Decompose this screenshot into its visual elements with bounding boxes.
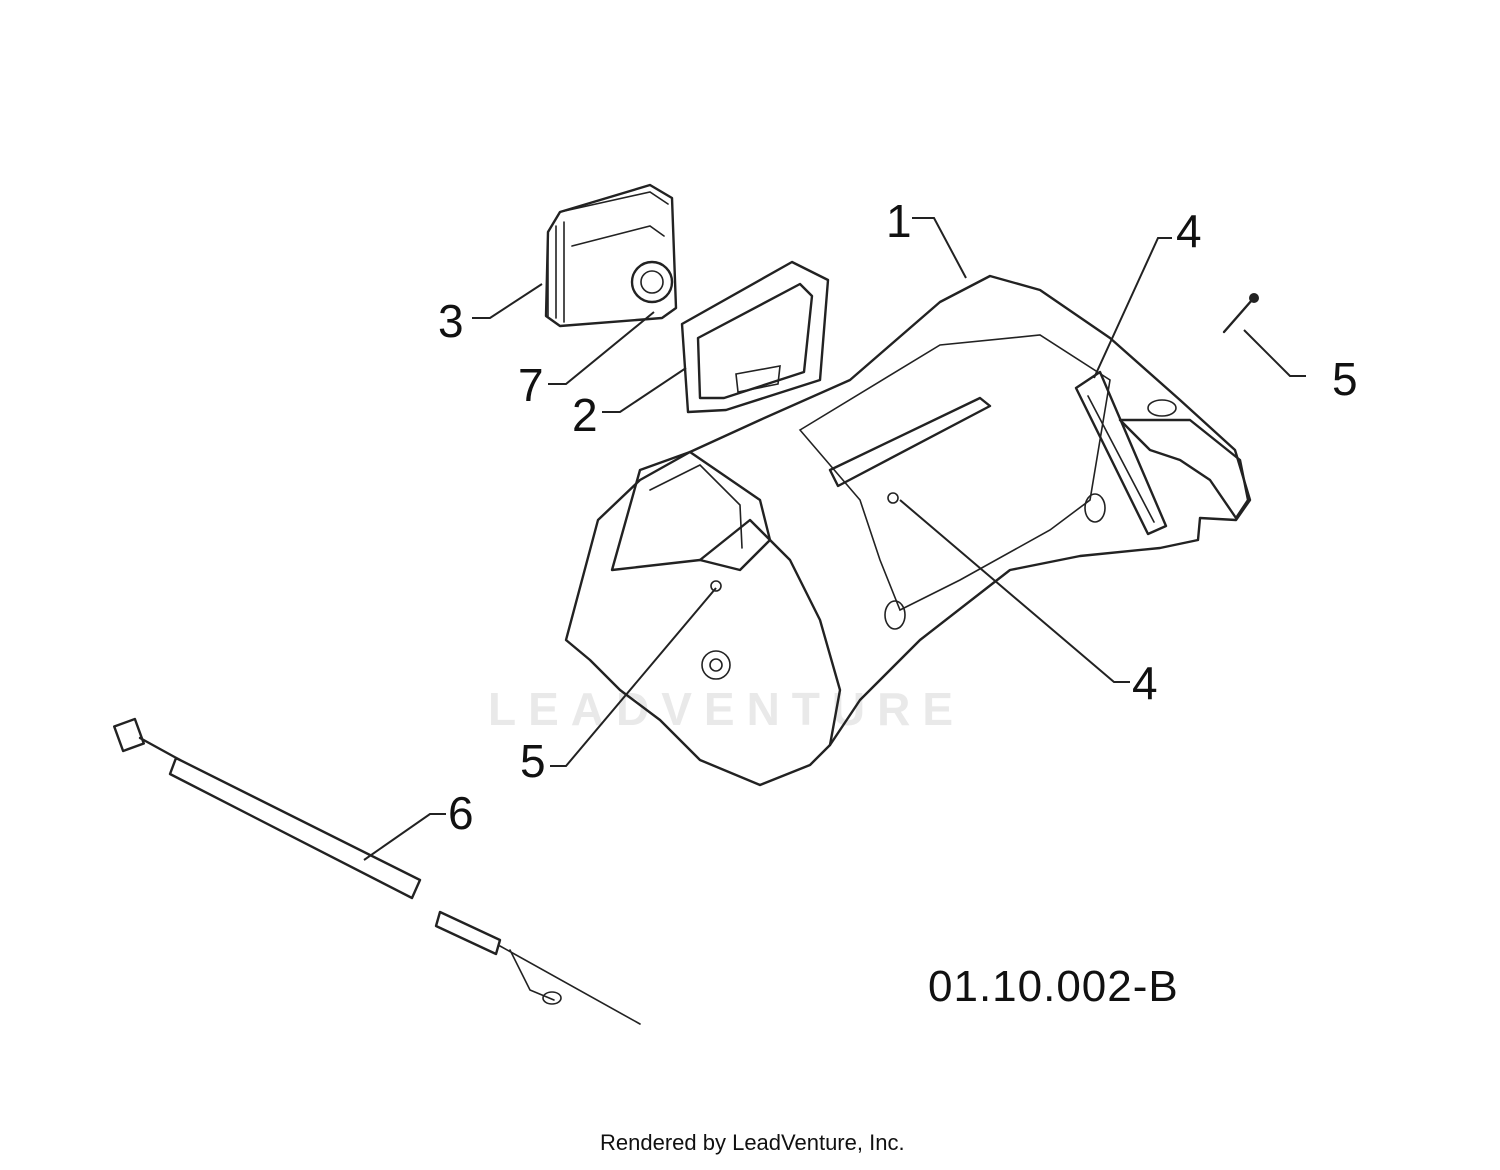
callout-1: 1 [886, 195, 912, 247]
diagram-code-label: 01.10.002-B [928, 962, 1179, 1011]
watermark-text: LEADVENTURE [488, 683, 966, 735]
callout-5-left: 5 [520, 735, 546, 787]
callout-4-upper: 4 [1176, 205, 1202, 257]
part-headlight-lens [544, 183, 678, 328]
callout-5-right: 5 [1332, 353, 1358, 405]
rendered-by-footer: Rendered by LeadVenture, Inc. [600, 1130, 905, 1155]
callout-7: 7 [518, 359, 544, 411]
part-hood [564, 274, 1252, 787]
callout-6: 6 [448, 787, 474, 839]
part-wiring-harness [113, 717, 641, 1025]
leader-lines [363, 217, 1306, 861]
part-screw-right [1222, 293, 1259, 334]
callout-4-lower: 4 [1132, 657, 1158, 709]
part-headlight-bezel [680, 260, 830, 414]
callout-2: 2 [572, 389, 598, 441]
callout-3: 3 [438, 295, 464, 347]
